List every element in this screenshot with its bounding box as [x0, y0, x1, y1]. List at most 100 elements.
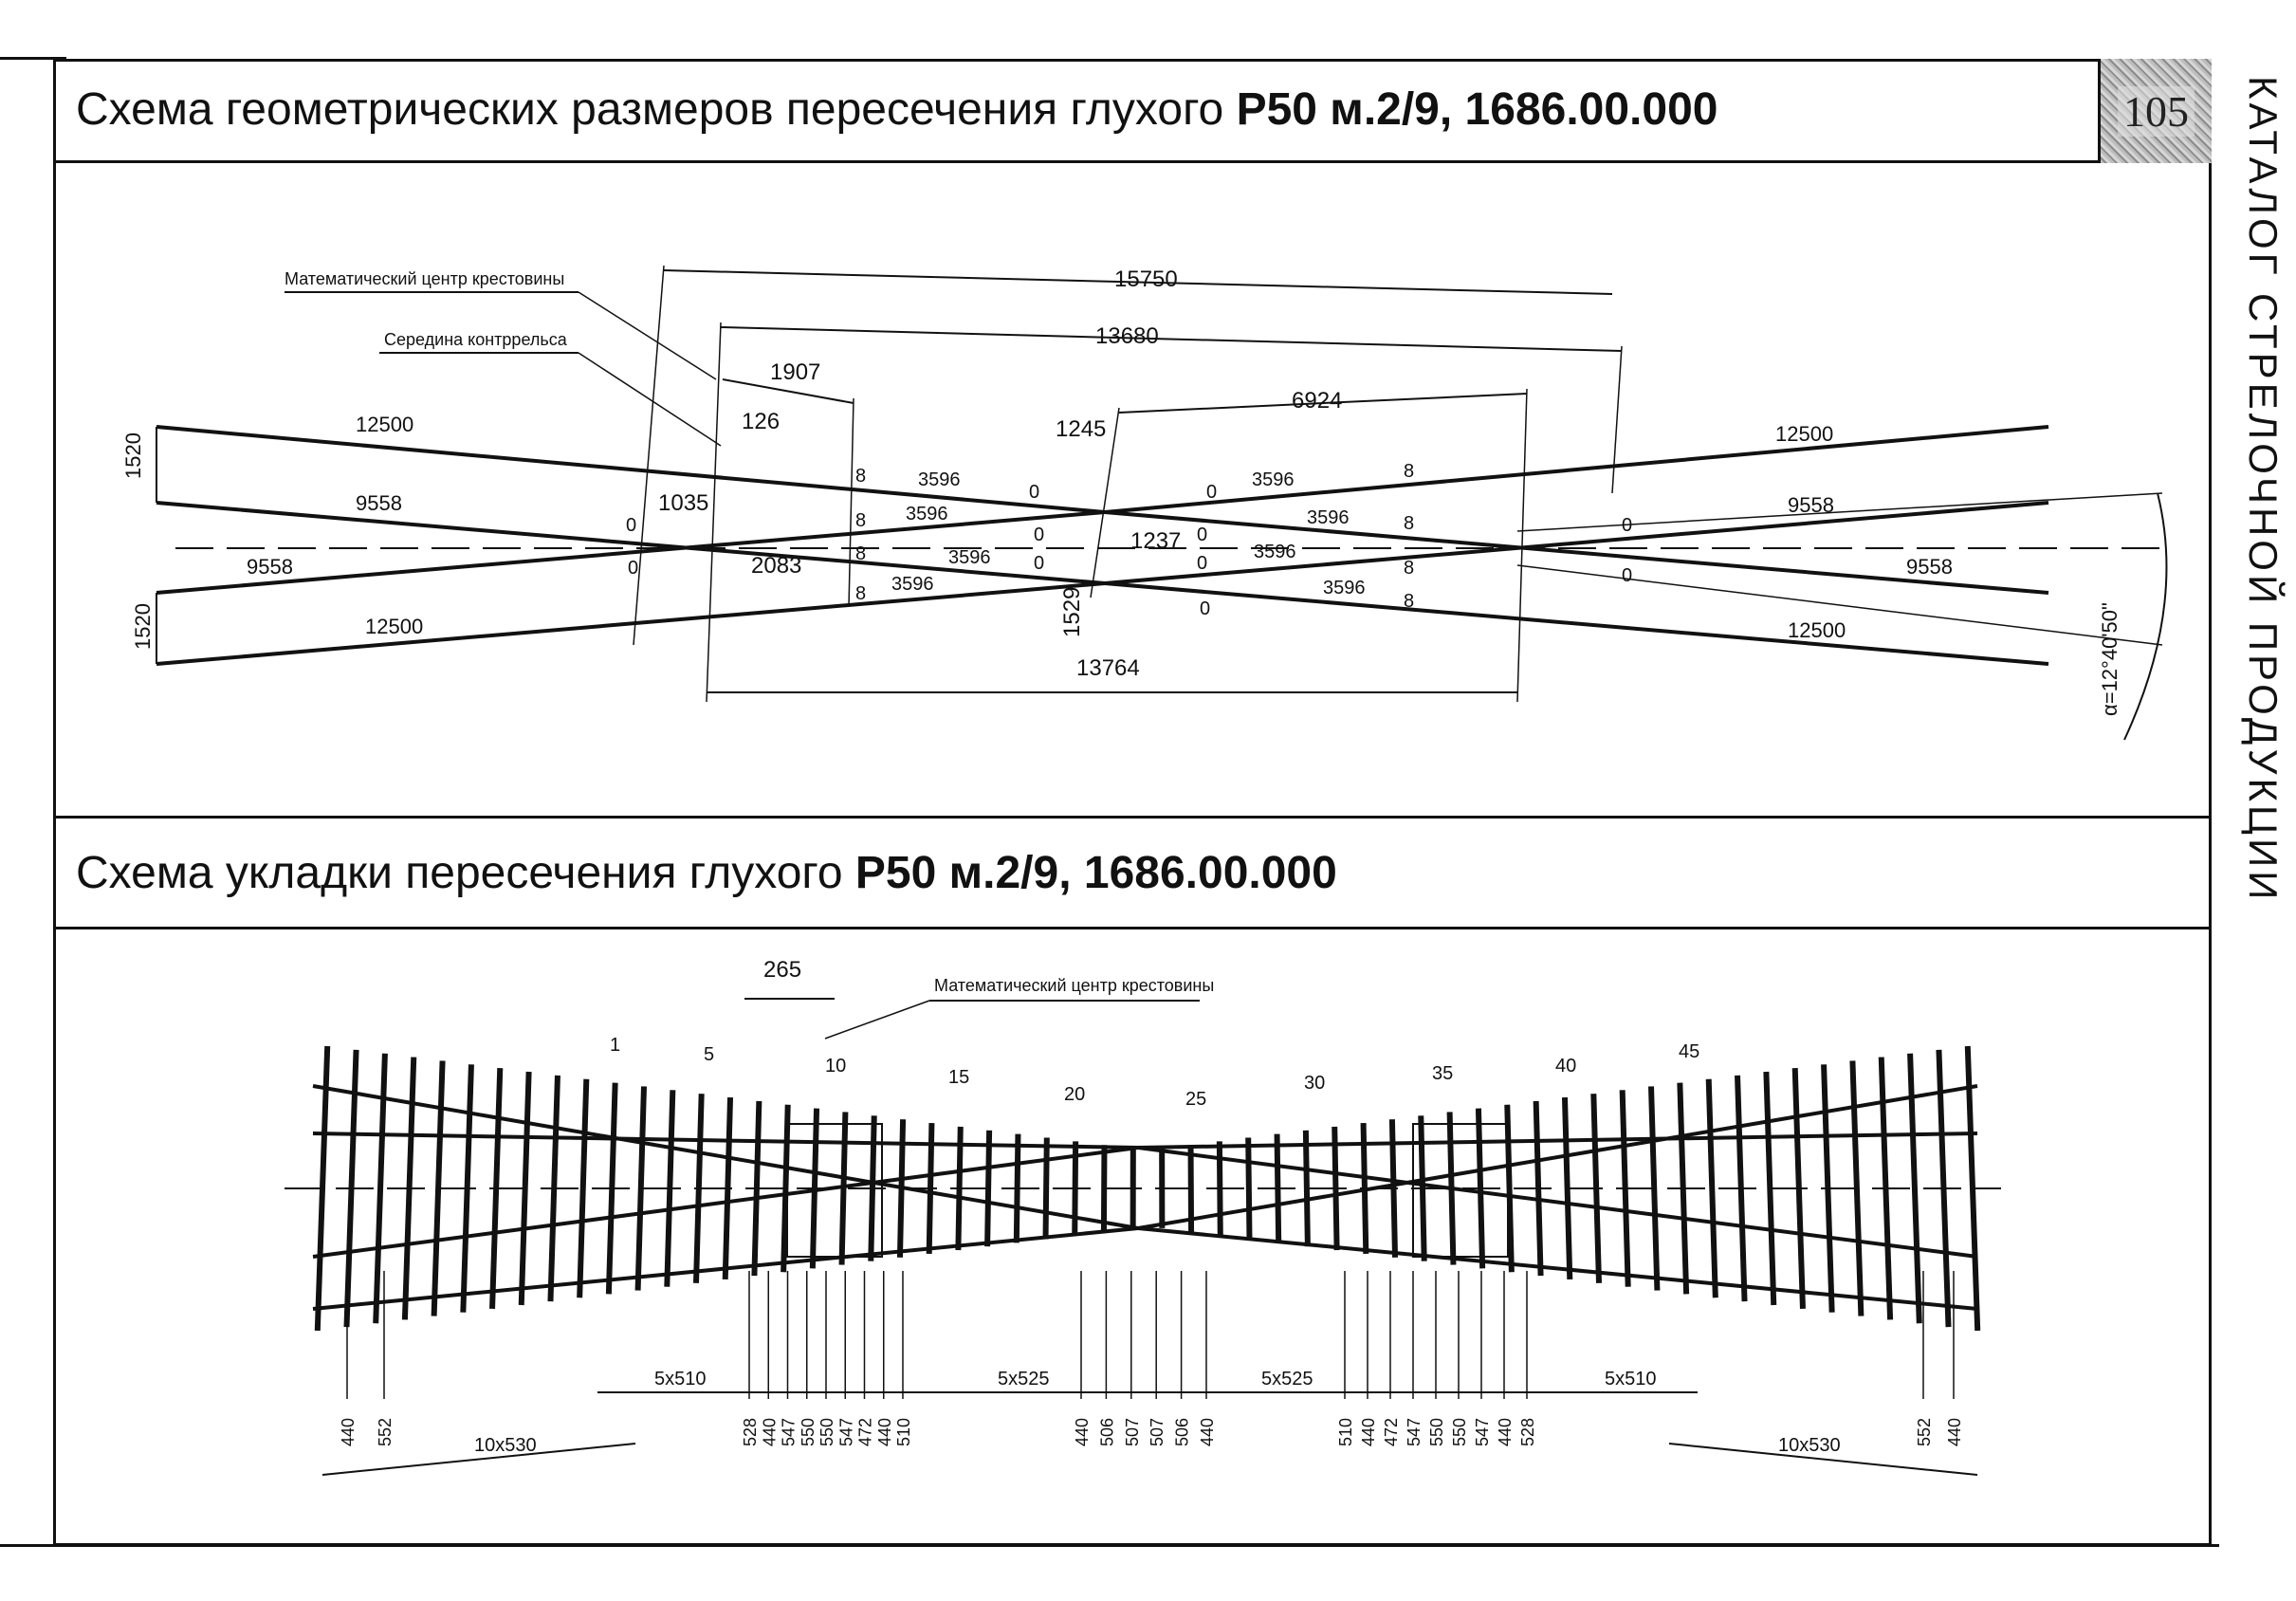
ext-left [633, 265, 665, 646]
tie [1849, 1060, 1864, 1316]
dim-12500-lr: 12500 [1788, 618, 1846, 642]
tie [1705, 1078, 1718, 1298]
tie [1332, 1126, 1340, 1251]
tie [1042, 1137, 1050, 1240]
dim-3596-8: 3596 [1323, 578, 1366, 598]
mark-8-h: 8 [1404, 591, 1414, 612]
tie [343, 1049, 359, 1328]
ext-right-2 [1516, 388, 1528, 703]
section1-title: Схема геометрических размеров пересечени… [76, 84, 1718, 135]
tie-spacing-label: 507 [1123, 1418, 1142, 1446]
tie [693, 1094, 705, 1283]
tie [547, 1075, 560, 1302]
tie [751, 1100, 762, 1277]
dim-3596-2: 3596 [906, 504, 948, 524]
tie [1388, 1119, 1399, 1258]
dim-13764: 13764 [1076, 655, 1140, 681]
dim-9558-ll: 9558 [247, 555, 293, 579]
s2-tie-num-1: 1 [610, 1035, 620, 1056]
tie [577, 1078, 590, 1298]
ext-left-2 [706, 322, 722, 703]
tie-spacing-label: 472 [856, 1418, 875, 1446]
tie-spacing-label: 440 [1198, 1418, 1217, 1446]
dim-3596-1: 3596 [918, 469, 961, 490]
tie [460, 1064, 474, 1313]
sheet-frame [53, 59, 2212, 1546]
s2-tie-num-30: 30 [1304, 1073, 1325, 1094]
tie-spacing-label: 510 [1336, 1418, 1355, 1446]
dim-13680: 13680 [1095, 323, 1159, 349]
tie [896, 1119, 907, 1258]
tie [1274, 1133, 1282, 1243]
tie [1216, 1141, 1223, 1236]
catalog-caption: КАТАЛОГ СТРЕЛОЧНОЙ ПРОДУКЦИИ [2241, 76, 2286, 904]
tie [1821, 1064, 1835, 1313]
s2-callout-leader [824, 1000, 930, 1040]
s2-spacing-5x525-left: 5x525 [998, 1369, 1050, 1389]
dim-15750-line [663, 269, 1613, 295]
tie [1878, 1057, 1894, 1320]
callout-guard-rail: Середина контррельса [384, 330, 568, 349]
tie-spacing-label: 506 [1097, 1418, 1116, 1446]
rail-lower-inner [156, 510, 1106, 595]
ext-right [1611, 345, 1623, 494]
dim-1520-top: 1520 [121, 432, 145, 479]
tie [1735, 1075, 1748, 1302]
tie [431, 1060, 446, 1316]
s2-spacing-10x530-right: 10x530 [1778, 1435, 1841, 1456]
s2-tie-num-40: 40 [1555, 1056, 1576, 1077]
dim-1520-bottom: 1520 [131, 603, 155, 650]
tie [314, 1045, 331, 1332]
tie [518, 1071, 532, 1306]
tie [1907, 1053, 1922, 1324]
dim-6924-line [1118, 393, 1528, 414]
rail-upper-inner-2 [1104, 501, 2049, 585]
tie-spacing-label: 440 [1496, 1418, 1515, 1446]
tie [868, 1115, 877, 1261]
mark-8-g: 8 [1404, 558, 1414, 579]
tie [1791, 1068, 1806, 1309]
rail-upper-outer-2 [1104, 425, 2049, 514]
callout-leader-1b [578, 291, 717, 380]
tie [1360, 1122, 1369, 1255]
tie-spacing-label: 547 [780, 1418, 799, 1446]
s2-tie-num-35: 35 [1432, 1063, 1453, 1084]
mark-0-c: 0 [1029, 482, 1039, 503]
section2-title-band: Схема укладки пересечения глухого Р50 м.… [53, 816, 2212, 929]
section2-title: Схема укладки пересечения глухого Р50 м.… [76, 847, 1337, 898]
top-rule [0, 57, 66, 60]
dim-15750: 15750 [1114, 267, 1178, 292]
tie [926, 1122, 935, 1255]
tie [1561, 1096, 1573, 1280]
page-number-box: 105 [2098, 59, 2212, 163]
tie [722, 1096, 734, 1280]
axis-extension-2 [1516, 564, 2163, 646]
s2-spacing-5x510-left: 5x510 [654, 1369, 707, 1389]
rail-lower-outer [156, 581, 1106, 666]
dim-1035: 1035 [658, 490, 708, 516]
tie [1013, 1133, 1021, 1243]
tie-spacing-label: 507 [1148, 1418, 1166, 1446]
tie-spacing-label: 550 [817, 1418, 836, 1446]
dim-3596-4: 3596 [891, 574, 934, 595]
rail-lower-inner-2 [1104, 510, 2049, 595]
mark-0-b: 0 [628, 558, 638, 579]
s2-dim-265: 265 [763, 957, 801, 983]
mark-0-i: 0 [1200, 598, 1210, 619]
tie-spacing-label: 440 [1945, 1418, 1964, 1446]
ext-mid [1090, 407, 1120, 598]
s2-spacing-5x525-right: 5x525 [1261, 1369, 1313, 1389]
axis-extension-1 [1516, 492, 2163, 532]
s2-rail-4 [1137, 1132, 1978, 1150]
dim-3596-3: 3596 [948, 547, 991, 568]
dim-13680-line [720, 326, 1623, 352]
tie [1446, 1112, 1457, 1265]
dim-126: 126 [742, 409, 780, 434]
dim-1907-line [722, 378, 854, 404]
mark-0-f: 0 [1206, 482, 1217, 503]
dim-6924: 6924 [1292, 388, 1342, 414]
